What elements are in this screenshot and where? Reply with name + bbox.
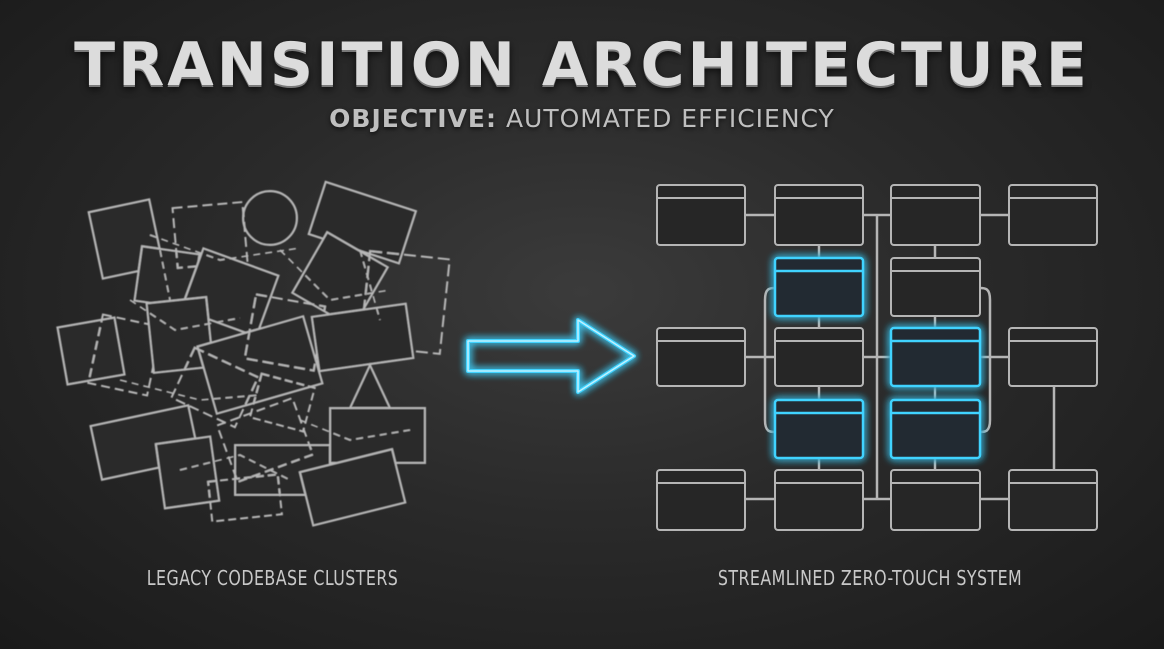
objective-label: OBJECTIVE: <box>329 104 497 133</box>
legacy-connectors <box>119 234 411 481</box>
system-block <box>890 469 981 531</box>
system-block <box>890 257 981 317</box>
highlighted-block <box>773 256 865 318</box>
legacy-block <box>170 346 260 429</box>
right-arrow-icon <box>466 318 636 394</box>
system-block <box>1008 184 1098 246</box>
system-block <box>1008 469 1098 531</box>
legacy-block <box>298 447 407 527</box>
legacy-block <box>207 473 283 523</box>
system-block <box>1008 327 1098 387</box>
legacy-caption: LEGACY CODEBASE CLUSTERS <box>146 566 399 590</box>
objective-value: AUTOMATED EFFICIENCY <box>505 104 835 133</box>
system-block <box>774 184 864 246</box>
highlighted-block <box>889 398 982 460</box>
system-connectors <box>745 213 1056 501</box>
highlighted-block <box>889 326 982 388</box>
system-block <box>774 469 864 531</box>
legacy-block <box>310 302 415 373</box>
legacy-circle <box>242 190 298 246</box>
system-block <box>890 184 981 246</box>
system-block <box>656 327 746 387</box>
diagram-title: TRANSITION ARCHITECTURE <box>74 30 1090 100</box>
system-blocks <box>656 184 1098 531</box>
legacy-block <box>87 313 163 397</box>
system-block <box>656 184 746 246</box>
diagram-subtitle: OBJECTIVE: AUTOMATED EFFICIENCY <box>0 104 1164 133</box>
system-caption: STREAMLINED ZERO-TOUCH SYSTEM <box>717 566 1023 590</box>
legacy-cluster-group <box>56 180 451 527</box>
legacy-block <box>248 372 316 433</box>
highlighted-blocks <box>773 256 982 460</box>
system-block <box>774 327 864 387</box>
legacy-block <box>56 316 126 386</box>
legacy-block <box>154 435 221 510</box>
system-block <box>656 469 746 531</box>
highlighted-block <box>773 398 865 460</box>
